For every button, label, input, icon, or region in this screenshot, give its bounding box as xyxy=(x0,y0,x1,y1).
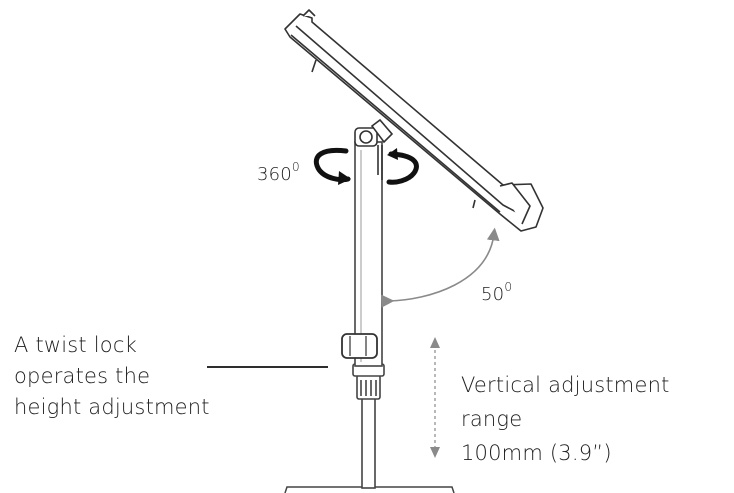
tilt-angle-label: 500 xyxy=(481,280,513,305)
pivot-head xyxy=(354,118,394,180)
lower-pole xyxy=(361,397,376,489)
twist-lock-knob xyxy=(341,333,378,359)
rotation-arrow-left xyxy=(313,147,351,185)
vertical-range-caption: Vertical adjustment range 100mm (3.9”) xyxy=(461,368,734,470)
vertical-range-caption-line: 100mm (3.9”) xyxy=(461,441,612,465)
twist-lock-collar xyxy=(352,363,385,400)
rotation-arrow-right xyxy=(386,148,419,185)
tilt-arc-arrow xyxy=(381,227,500,308)
twist-lock-caption: A twist lock operates the height adjustm… xyxy=(14,330,210,423)
twist-lock-caption-line: height adjustment xyxy=(14,395,210,419)
twist-lock-caption-line: A twist lock xyxy=(14,333,137,357)
rotation-label: 3600 xyxy=(257,160,300,185)
vertical-range-arrow xyxy=(430,337,440,458)
main-column xyxy=(354,141,383,367)
twist-lock-caption-line: operates the xyxy=(14,364,151,388)
vertical-range-caption-line: Vertical adjustment range xyxy=(461,373,670,431)
tablet-enclosure xyxy=(284,9,544,232)
